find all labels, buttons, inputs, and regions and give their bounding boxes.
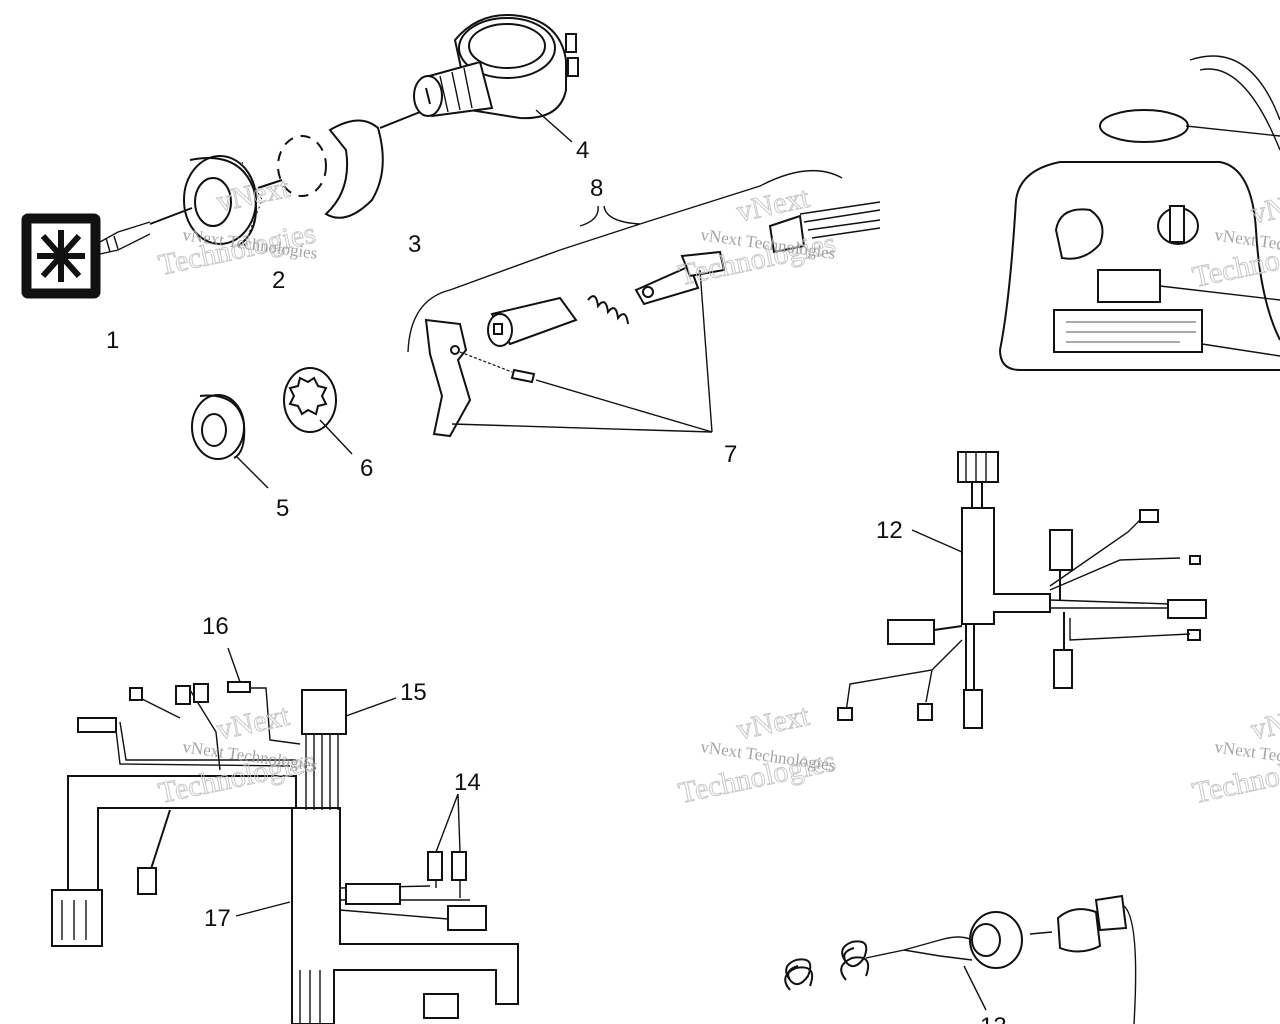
lock-washer-part-6 (283, 367, 337, 433)
callout-7: 7 (724, 441, 737, 468)
callout-3: 3 (408, 231, 421, 258)
watermark-text: vNext (1248, 699, 1280, 747)
callout-5: 5 (276, 495, 289, 522)
watermark-text: vNext (734, 699, 813, 747)
throttle-switch-assembly (407, 169, 881, 438)
ring-nut-part-2 (183, 155, 263, 247)
callout-15: 15 (400, 679, 427, 706)
wiring-harness-part-12 (837, 451, 1207, 729)
callout-16: 16 (202, 613, 229, 640)
leader-part-7 (451, 269, 713, 433)
nut-part-5 (191, 394, 246, 460)
callout-labels: 1 2 3 4 5 6 7 8 12 13 14 15 16 17 (106, 137, 1007, 1024)
curved-cover-part-3 (324, 119, 384, 219)
tether-switch-part-13 (784, 894, 1137, 1024)
callout-12: 12 (876, 517, 903, 544)
key-insert-line (149, 207, 193, 225)
dash-panel (999, 55, 1280, 371)
dashed-gasket (277, 135, 327, 197)
key-fob-part-1 (21, 213, 151, 299)
watermark-text: vNext (1248, 183, 1280, 231)
callout-13: 13 (980, 1013, 1007, 1024)
ignition-switch-part-4 (413, 14, 579, 120)
callout-14: 14 (454, 769, 481, 796)
wiring-harness-part-17 (51, 681, 519, 1024)
watermark-text: vNext (214, 699, 293, 747)
callout-8: 8 (590, 175, 603, 202)
callout-17: 17 (204, 905, 231, 932)
callout-6: 6 (360, 455, 373, 482)
callout-1: 1 (106, 327, 119, 354)
callout-2: 2 (272, 267, 285, 294)
callout-4: 4 (576, 137, 589, 164)
